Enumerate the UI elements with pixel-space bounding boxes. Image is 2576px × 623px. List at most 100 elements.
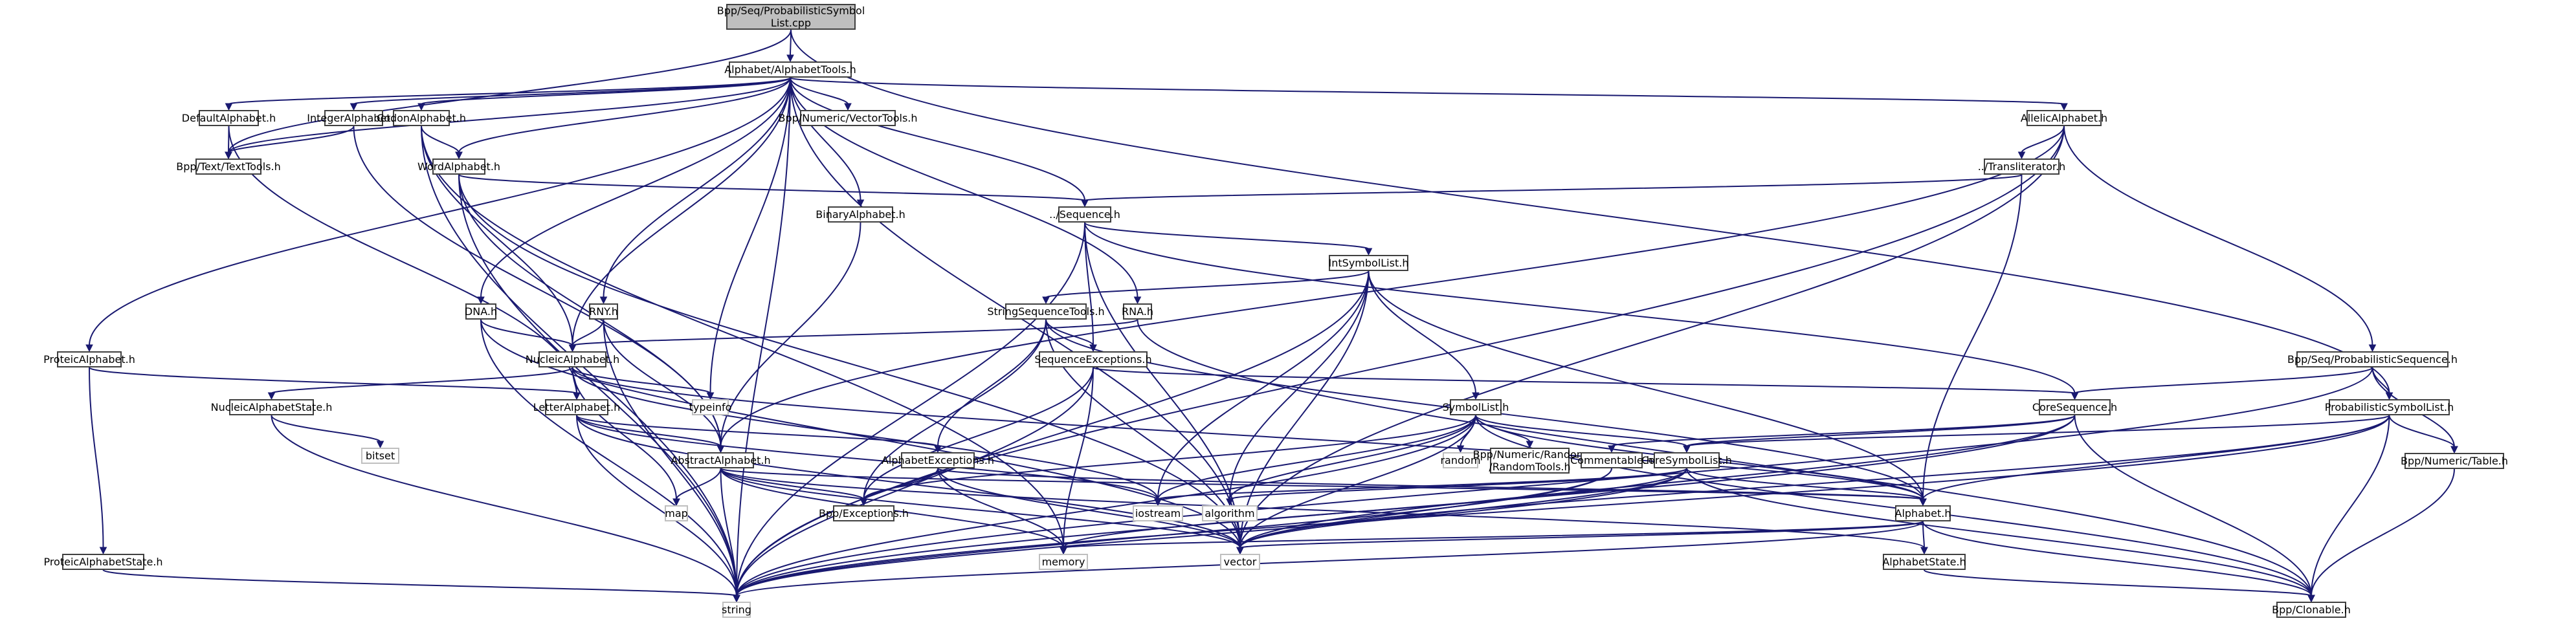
node-exceptions[interactable]: Bpp/Exceptions.h [819,505,909,521]
arrowhead-alphabettools-to-proteicalphabet [85,344,93,353]
node-probabilisticsequence[interactable]: Bpp/Seq/ProbabilisticSequence.h [2287,351,2458,367]
arrowhead-alphabettools-to-rna [1133,296,1142,305]
edge-symbollist-to-string [736,415,1476,596]
edge-letteralphabet-to-abstractalphabet [576,415,722,447]
node-algorithm[interactable]: algorithm [1202,505,1258,521]
node-abstractalphabet[interactable]: AbstractAlphabet.h [671,452,771,468]
edge-abstractalphabet-to-map [676,468,722,500]
node-transliterator[interactable]: ../Transliterator.h [1978,158,2065,175]
node-proteicalphabetstate[interactable]: ProteicAlphabetState.h [43,554,163,570]
arrowhead-alphabettools-to-vectortools [844,103,852,111]
node-binaryalphabet[interactable]: BinaryAlphabet.h [816,206,905,223]
node-sequenceexceptions[interactable]: SequenceExceptions.h [1034,351,1152,367]
node-nucleicalphabet[interactable]: NucleicAlphabet.h [526,351,619,367]
node-letteralphabet[interactable]: LetterAlphabet.h [533,399,620,415]
arrowhead-coresymbollist-to-iostream [1154,498,1162,507]
arrowhead-codonalphabet-to-wordalphabet [455,151,463,160]
node-symbollist[interactable]: SymbolList.h [1443,399,1509,415]
edge-symbollist-to-iostream [1157,415,1476,500]
edge-letteralphabet-to-string [576,415,737,596]
node-intsymbollist[interactable]: IntSymbolList.h [1329,255,1408,271]
edge-intsymbollist-to-iostream [1157,270,1370,500]
node-wordalphabet[interactable]: WordAlphabet.h [417,158,500,175]
edge-rna-to-clonable [1137,319,2312,596]
node-bitset[interactable]: bitset [361,448,399,464]
edge-defaultalphabet-to-letteralphabet [228,126,577,394]
edge-alphabet-to-string [736,521,1924,596]
edge-dna-to-string [480,319,737,596]
node-alphabetexceptions[interactable]: AlphabetExceptions.h [882,452,994,468]
node-alphabet[interactable]: Alphabet.h [1895,505,1951,521]
node-randomtools[interactable]: Bpp/Numeric/Random /RandomTools.h [1472,448,1587,474]
edge-alphabettools-to-allelicalphabet [790,77,2065,105]
node-sequence[interactable]: ../Sequence.h [1049,206,1120,223]
arrowhead-alphabet-to-memory [1060,547,1067,555]
edge-allelicalphabet-to-probabilisticsequence [2063,126,2373,346]
edge-sequenceexceptions-to-coresequence [1093,367,2076,394]
node-string[interactable]: string [722,602,751,618]
node-clonable[interactable]: Bpp/Clonable.h [2272,602,2351,618]
edge-allelicalphabet-to-vector [1239,126,2065,549]
node-random[interactable]: random [1440,452,1481,468]
node-texttools[interactable]: Bpp/Text/TextTools.h [176,158,281,175]
edge-probabilisticsymbollist-to-coresymbollist [1686,415,2390,447]
edge-alphabettools-to-texttools [228,77,791,153]
edge-alphabettools-to-rny [603,77,791,298]
arrowhead-root-to-alphabettools [786,54,794,63]
arrowhead-allelicalphabet-to-probabilisticsequence [2368,344,2377,353]
arrowhead-rna-to-nucleicalphabet [568,344,577,353]
node-probabilisticsymbollist[interactable]: ProbabilisticSymbolList.h [2325,399,2454,415]
arrowhead-alphabettools-to-allelicalphabet [2060,103,2068,111]
node-alphabetstate[interactable]: AlphabetState.h [1882,554,1966,570]
arrowhead-probabilisticsymbollist-to-coresymbollist [1683,445,1691,454]
node-memory[interactable]: memory [1039,554,1088,570]
node-vectortools[interactable]: Bpp/Numeric/VectorTools.h [778,110,918,126]
edge-proteicalphabet-to-proteicalphabetstate [89,367,104,549]
arrowhead-probabilisticsymbollist-to-table [2450,446,2458,454]
edge-alphabet-to-clonable [1922,521,2312,596]
arrowhead-table-to-clonable [2307,595,2315,603]
node-rny[interactable]: RNY.h [589,303,618,320]
node-allelicalphabet[interactable]: AllelicAlphabet.h [2021,110,2107,126]
edge-nucleicalphabet-to-typeinfo [572,367,711,394]
edge-proteicalphabetstate-to-string [102,569,737,596]
node-alphabettools[interactable]: Alphabet/AlphabetTools.h [724,61,856,78]
edge-integeralphabet-to-texttools [228,126,355,153]
edge-rny-to-string [603,319,737,596]
node-defaultalphabet[interactable]: DefaultAlphabet.h [182,110,276,126]
node-proteicalphabet[interactable]: ProteicAlphabet.h [43,351,135,367]
node-nucleicalphabetstate[interactable]: NucleicAlphabetState.h [211,399,332,415]
arrowhead-alphabettools-to-integeralphabet [350,103,358,111]
edge-transliterator-to-alphabet [1922,174,2023,500]
node-stringsequencetools[interactable]: StringSequenceTools.h [987,303,1105,320]
node-vector[interactable]: vector [1220,554,1260,570]
node-typeinfo[interactable]: typeinfo [689,399,731,415]
edge-sequence-to-intsymbollist [1084,222,1370,250]
edge-abstractalphabet-to-exceptions [720,468,865,500]
edge-letteralphabet-to-alphabetexceptions [576,415,938,447]
edge-alphabetexceptions-to-exceptions [863,468,938,500]
node-rna[interactable]: RNA.h [1122,303,1153,320]
edge-dna-to-vector [480,319,1241,549]
node-table[interactable]: Bpp/Numeric/Table.h [2401,453,2508,469]
arrowhead-nucleicalphabet-to-letteralphabet [573,392,581,400]
edge-sequence-to-vector [1084,222,1241,549]
arrowhead-alphabetexceptions-to-exceptions [860,498,868,507]
edge-stringsequencetools-to-sequenceexceptions [1045,319,1094,346]
edge-intsymbollist-to-stringsequencetools [1045,270,1370,298]
arrowhead-alphabettools-to-codonalphabet [417,103,425,111]
node-coresequence[interactable]: CoreSequence.h [2032,399,2117,415]
node-coresymbollist[interactable]: CoreSymbolList.h [1641,452,1732,468]
node-commentable[interactable]: Commentable.h [1570,452,1653,468]
arrowhead-intsymbollist-to-symbollist [1472,392,1480,400]
node-root-probabilisticsymbollist-cpp: Bpp/Seq/ProbabilisticSymbol List.cpp [716,4,865,30]
edge-alphabettools-to-nucleicalphabet [572,77,791,346]
node-dna[interactable]: DNA.h [465,303,497,320]
node-iostream[interactable]: iostream [1133,505,1183,521]
node-map[interactable]: map [665,505,688,521]
edge-abstractalphabet-to-string [720,468,737,596]
node-integeralphabet[interactable]: IntegerAlphabet.h [307,110,401,126]
node-codonalphabet[interactable]: CodonAlphabet.h [377,110,466,126]
